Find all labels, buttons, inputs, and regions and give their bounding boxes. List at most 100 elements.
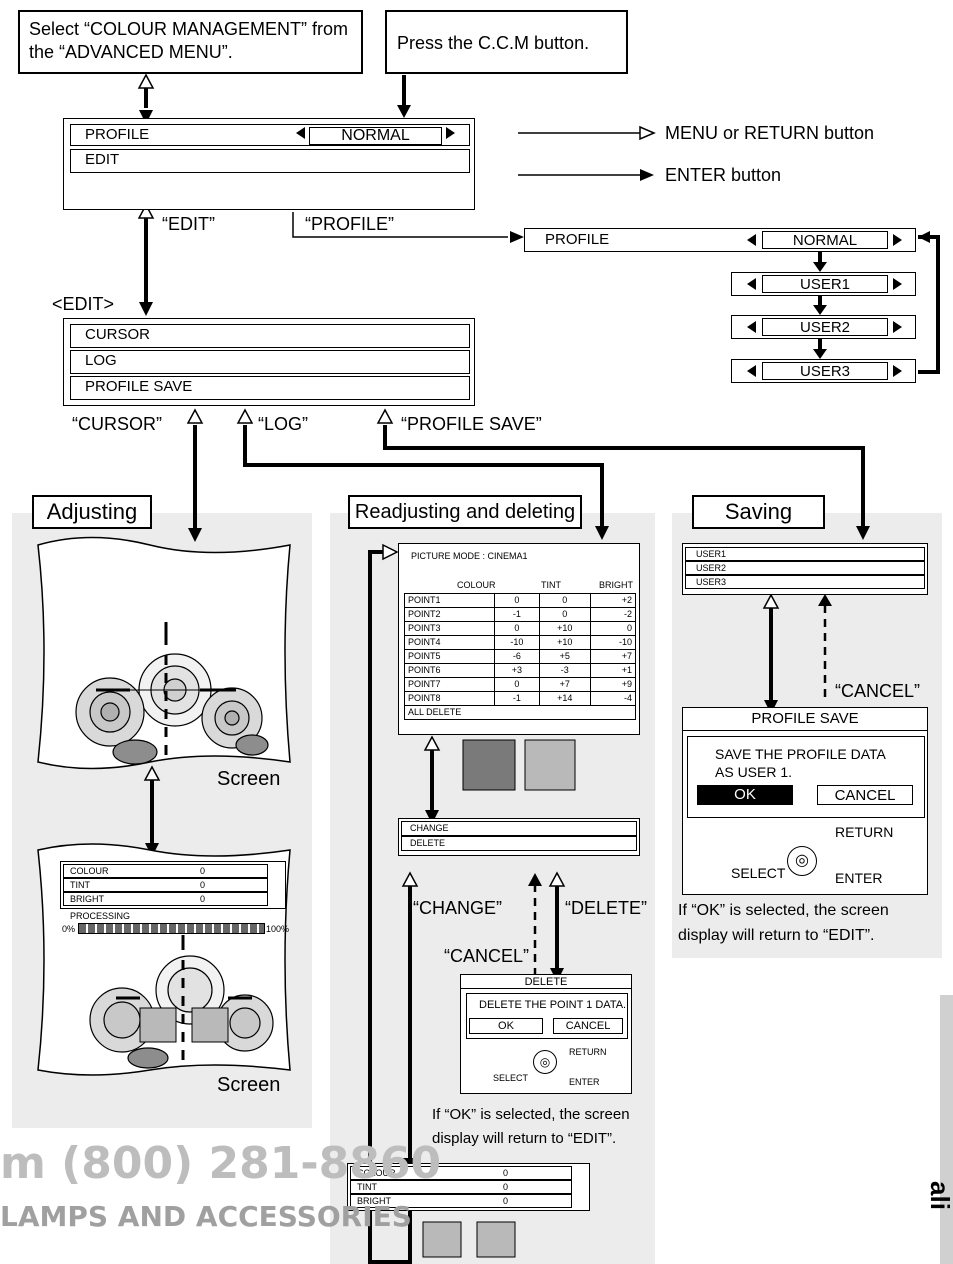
delete-ok-button[interactable]: OK	[469, 1018, 543, 1034]
dpad-icon: ◎	[533, 1050, 557, 1074]
log-row[interactable]: POINT5-6+5+7	[405, 650, 636, 664]
log-cell: 0	[494, 678, 539, 692]
delete-note: If “OK” is selected, the screen display …	[432, 1103, 647, 1151]
log-point-label: POINT5	[405, 650, 495, 664]
label-change: “CHANGE”	[413, 898, 502, 919]
save-dialog-title: PROFILE SAVE	[683, 710, 927, 731]
watermark-tagline: LAMPS AND ACCESSORIES	[0, 1200, 412, 1233]
processing-label: PROCESSING	[70, 911, 130, 921]
adjust-row-bright[interactable]: BRIGHT 0	[63, 892, 268, 906]
log-cell: -1	[494, 692, 539, 706]
delete-select-label: SELECT	[493, 1073, 528, 1083]
log-row[interactable]: POINT4-10+10-10	[405, 636, 636, 650]
log-cell: +2	[590, 594, 635, 608]
label-cancel-save: “CANCEL”	[835, 681, 920, 702]
side-tab-text: ali	[924, 1181, 953, 1210]
adjust-panel: COLOUR 0 TINT 0 BRIGHT 0	[60, 861, 286, 909]
log-point-label: POINT3	[405, 622, 495, 636]
log-panel: PICTURE MODE : CINEMA1 COLOUR TINT BRIGH…	[398, 543, 640, 735]
log-cell: 0	[540, 608, 591, 622]
change-delete-menu: CHANGE DELETE	[398, 818, 640, 856]
log-cell: +1	[590, 664, 635, 678]
log-row-all-delete[interactable]: ALL DELETE	[405, 706, 636, 720]
bottom-value-tint: 0	[503, 1181, 508, 1193]
log-point-label: POINT4	[405, 636, 495, 650]
log-cell: +10	[540, 622, 591, 636]
adjust-row-tint[interactable]: TINT 0	[63, 878, 268, 892]
adjust-value-bright: 0	[200, 893, 205, 905]
log-point-label: POINT1	[405, 594, 495, 608]
dpad-icon: ◎	[787, 846, 817, 876]
delete-return-label: RETURN	[569, 1047, 607, 1057]
log-header-tint: TINT	[541, 580, 561, 590]
save-cancel-button[interactable]: CANCEL	[817, 785, 913, 805]
log-row[interactable]: POINT8-1+14-4	[405, 692, 636, 706]
log-cell: +7	[590, 650, 635, 664]
save-ok-button[interactable]: OK	[697, 785, 793, 805]
adjust-value-tint: 0	[200, 879, 205, 891]
save-dialog-message-1: SAVE THE PROFILE DATA	[715, 746, 886, 762]
log-header-colour: COLOUR	[457, 580, 496, 590]
log-point-label: POINT2	[405, 608, 495, 622]
screen-label-1: Screen	[217, 768, 280, 791]
processing-min: 0%	[62, 924, 75, 934]
delete-enter-label: ENTER	[569, 1077, 600, 1087]
picture-mode: PICTURE MODE : CINEMA1	[411, 551, 528, 561]
save-select-label: SELECT	[731, 865, 785, 881]
adjust-label-colour: COLOUR	[70, 866, 109, 876]
log-cell: 0	[590, 622, 635, 636]
save-user3[interactable]: USER3	[685, 575, 925, 589]
label-cancel-delete: “CANCEL”	[444, 946, 529, 967]
save-user1[interactable]: USER1	[685, 547, 925, 561]
log-cell: -6	[494, 650, 539, 664]
log-cell: -1	[494, 608, 539, 622]
log-point-label: POINT7	[405, 678, 495, 692]
log-header-bright: BRIGHT	[599, 580, 633, 590]
watermark-phone: m (800) 281-8860	[0, 1138, 441, 1189]
log-table-wrap: POINT100+2POINT2-10-2POINT30+100POINT4-1…	[404, 593, 636, 720]
delete-dialog-title: DELETE	[461, 976, 631, 989]
all-delete: ALL DELETE	[405, 706, 636, 720]
log-cell: +10	[540, 636, 591, 650]
save-user-list: USER1 USER2 USER3	[682, 543, 928, 595]
save-user2[interactable]: USER2	[685, 561, 925, 575]
log-cell: 0	[540, 594, 591, 608]
save-enter-label: ENTER	[835, 870, 882, 886]
log-row[interactable]: POINT6+3-3+1	[405, 664, 636, 678]
log-cell: +9	[590, 678, 635, 692]
processing-max: 100%	[266, 924, 289, 934]
label-delete: “DELETE”	[565, 898, 647, 919]
log-cell: -3	[540, 664, 591, 678]
bottom-value-bright: 0	[503, 1195, 508, 1207]
log-point-label: POINT8	[405, 692, 495, 706]
log-cell: -10	[590, 636, 635, 650]
menu-delete[interactable]: DELETE	[401, 836, 637, 851]
delete-cancel-button[interactable]: CANCEL	[553, 1018, 623, 1034]
adjust-row-colour[interactable]: COLOUR 0	[63, 864, 268, 878]
adjust-label-tint: TINT	[70, 880, 90, 890]
log-point-label: POINT6	[405, 664, 495, 678]
log-cell: 0	[494, 622, 539, 636]
adjust-value-colour: 0	[200, 865, 205, 877]
bottom-value-colour: 0	[503, 1167, 508, 1179]
log-cell: -2	[590, 608, 635, 622]
log-cell: +14	[540, 692, 591, 706]
save-note: If “OK” is selected, the screen display …	[678, 898, 940, 948]
log-cell: -10	[494, 636, 539, 650]
delete-dialog-message: DELETE THE POINT 1 DATA.	[479, 999, 626, 1011]
processing-bar	[78, 923, 265, 934]
screen-label-2: Screen	[217, 1074, 280, 1097]
log-cell: +7	[540, 678, 591, 692]
log-cell: +5	[540, 650, 591, 664]
log-cell: -4	[590, 692, 635, 706]
save-return-label: RETURN	[835, 824, 893, 840]
log-cell: +3	[494, 664, 539, 678]
menu-change[interactable]: CHANGE	[401, 821, 637, 836]
save-dialog-message-2: AS USER 1.	[715, 764, 792, 780]
adjust-label-bright: BRIGHT	[70, 894, 104, 904]
